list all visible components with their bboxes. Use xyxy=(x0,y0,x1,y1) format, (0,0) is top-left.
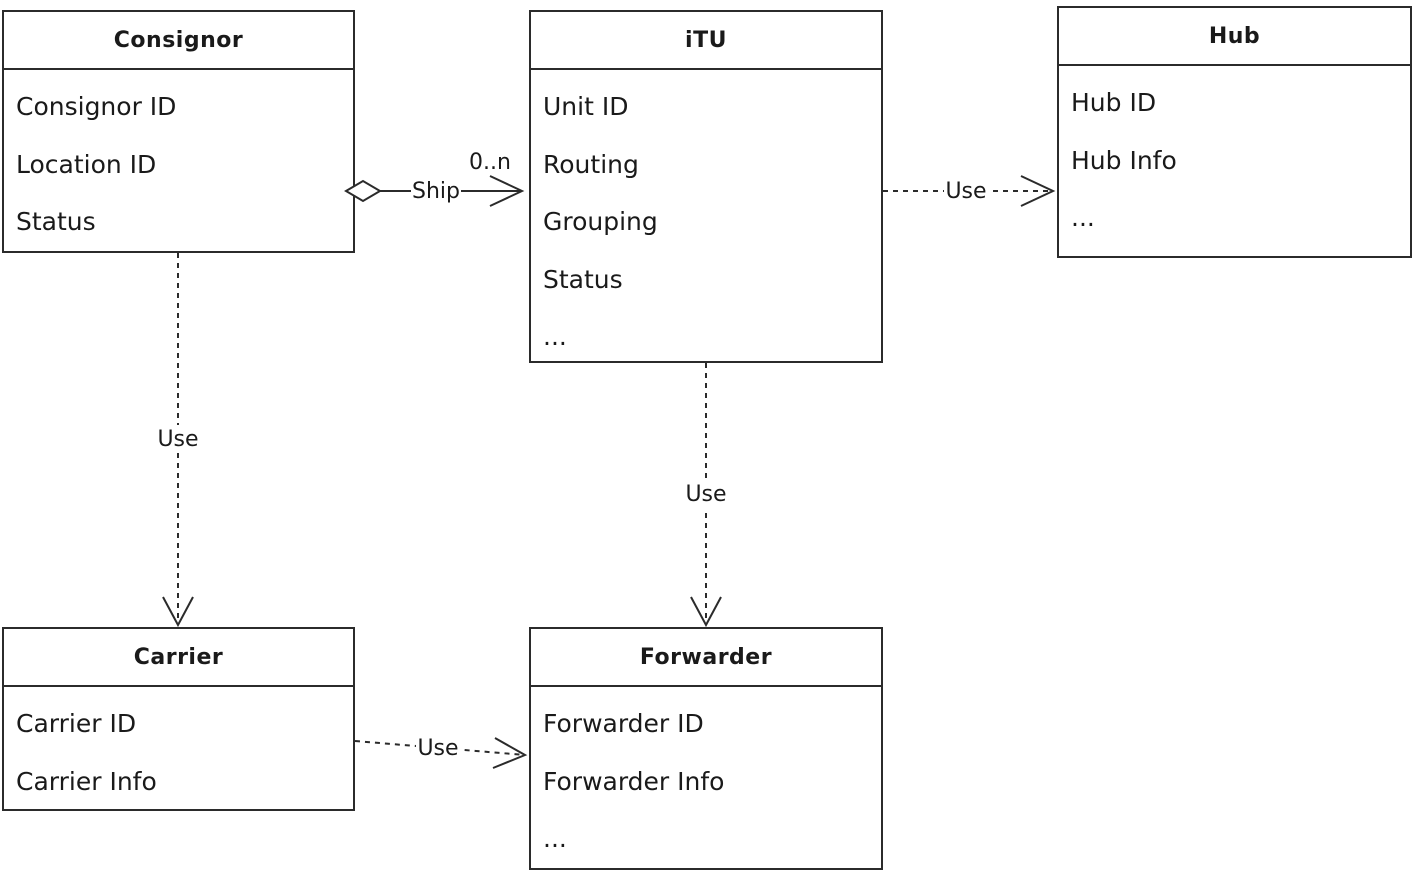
class-hub-name: Hub xyxy=(1059,8,1410,66)
class-hub: Hub Hub ID Hub Info ... xyxy=(1057,6,1412,258)
attribute-routing: Routing xyxy=(543,149,639,179)
attribute-grouping: Grouping xyxy=(543,207,658,236)
class-consignor-attributes: Consignor ID Location ID Status xyxy=(4,70,353,251)
class-itu: iTU Unit ID Routing Grouping Status ... xyxy=(529,10,883,363)
class-carrier-name: Carrier xyxy=(4,629,353,687)
attribute-forwarder-id: Forwarder ID xyxy=(543,709,704,738)
open-arrowhead-icon xyxy=(489,175,525,207)
attribute-hub-id: Hub ID xyxy=(1071,88,1157,117)
edge-consignor-itu-ship: Ship 0..n xyxy=(344,150,525,207)
edge-carrier-forwarder-use: Use xyxy=(354,734,528,769)
class-itu-name: iTU xyxy=(531,12,881,70)
attribute-consignor-status: Status xyxy=(16,207,96,236)
class-hub-attributes: Hub ID Hub Info ... xyxy=(1059,66,1410,247)
attribute-carrier-id: Carrier ID xyxy=(16,709,137,738)
edge-itu-forwarder-use: Use xyxy=(683,363,729,628)
edge-label-use: Use xyxy=(685,482,726,507)
class-carrier-attributes: Carrier ID Carrier Info xyxy=(4,687,353,810)
attribute-itu-status: Status xyxy=(543,264,623,294)
attribute-hub-ellipsis: ... xyxy=(1071,203,1095,232)
aggregation-diamond-icon xyxy=(344,179,382,203)
class-consignor: Consignor Consignor ID Location ID Statu… xyxy=(2,10,355,253)
edge-label-use: Use xyxy=(417,736,458,761)
attribute-unit-id: Unit ID xyxy=(543,92,629,121)
attribute-itu-ellipsis: ... xyxy=(543,322,567,351)
edge-label-ship: Ship xyxy=(412,179,460,204)
open-arrowhead-icon xyxy=(162,596,194,628)
edge-label-use: Use xyxy=(945,179,986,204)
attribute-hub-info: Hub Info xyxy=(1071,145,1177,175)
class-carrier: Carrier Carrier ID Carrier Info xyxy=(2,627,355,811)
edge-itu-hub-use: Use xyxy=(883,175,1056,207)
class-forwarder-attributes: Forwarder ID Forwarder Info ... xyxy=(531,687,881,868)
class-itu-attributes: Unit ID Routing Grouping Status ... xyxy=(531,70,881,366)
attribute-location-id: Location ID xyxy=(16,149,157,179)
attribute-forwarder-info: Forwarder Info xyxy=(543,766,725,796)
attribute-forwarder-ellipsis: ... xyxy=(543,824,567,853)
attribute-carrier-info: Carrier Info xyxy=(16,766,157,796)
open-arrowhead-icon xyxy=(1020,175,1056,207)
attribute-consignor-id: Consignor ID xyxy=(16,92,177,121)
edge-consignor-carrier-use: Use xyxy=(155,253,201,628)
class-forwarder-name: Forwarder xyxy=(531,629,881,687)
multiplicity-label: 0..n xyxy=(469,150,511,175)
open-arrowhead-icon xyxy=(690,596,722,628)
class-forwarder: Forwarder Forwarder ID Forwarder Info ..… xyxy=(529,627,883,870)
class-consignor-name: Consignor xyxy=(4,12,353,70)
open-arrowhead-icon xyxy=(492,737,528,769)
edge-label-use: Use xyxy=(157,427,198,452)
